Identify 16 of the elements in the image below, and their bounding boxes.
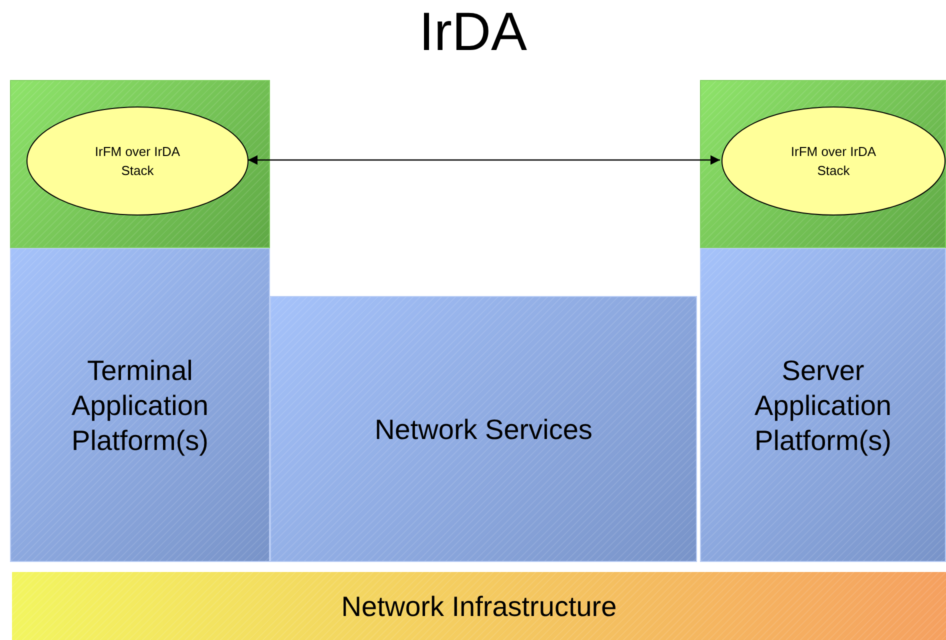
layer-box	[700, 80, 946, 248]
layer-label: Network Infrastructure	[341, 590, 617, 624]
stack-ellipse	[26, 106, 249, 216]
stack-ellipse	[721, 106, 946, 216]
double-arrow	[248, 155, 720, 165]
layer-label: Terminal Application Platform(s)	[70, 354, 210, 458]
title: IrDA	[418, 1, 528, 64]
layer-label: Network Services	[374, 412, 592, 446]
infrastructure-band	[12, 572, 946, 640]
ellipse-label: IrFM over IrDA Stack	[94, 142, 182, 180]
layer-box	[700, 248, 946, 562]
layer-label: Server Application Platform(s)	[754, 354, 892, 458]
layer-box	[10, 248, 270, 562]
layer-box	[10, 80, 270, 248]
layer-box	[270, 296, 697, 562]
ellipse-label: IrFM over IrDA Stack	[790, 142, 878, 180]
